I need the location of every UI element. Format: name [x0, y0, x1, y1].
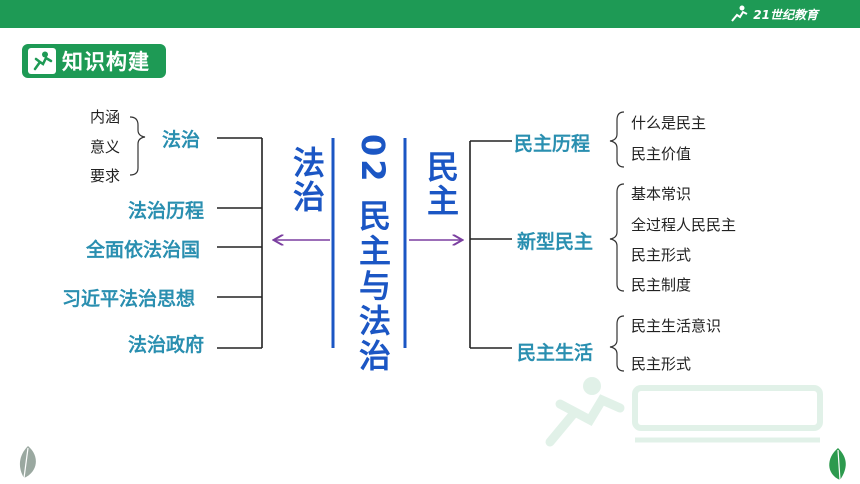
- left-item-fazhi: 法治: [162, 129, 201, 151]
- right-sub-quanguocheng: 全过程人民民主: [631, 216, 737, 234]
- fazhi-sub-yaoqiu: 要求: [90, 167, 121, 185]
- right-group-minzhu-licheng: 民主历程: [514, 133, 591, 155]
- right-sub-minzhu-xingshi-2: 民主形式: [631, 355, 692, 373]
- right-sub-shenme-shi-minzhu: 什么是民主: [631, 114, 707, 132]
- center-left-label: 法治: [288, 146, 326, 214]
- leaf-icon-left: [19, 446, 36, 479]
- right-group-minzhu-shenghuo: 民主生活: [517, 342, 594, 364]
- watermark-logo-icon: [545, 377, 823, 447]
- left-item-fazhi-licheng: 法治历程: [128, 200, 205, 222]
- badge-label: 知识构建: [62, 50, 150, 74]
- fazhi-sub-yiyi: 意义: [90, 138, 121, 156]
- right-sub-shenghuo-yishi: 民主生活意识: [631, 317, 722, 335]
- leaf-icon-right: [829, 448, 846, 481]
- fazhi-sub-neihan: 内涵: [90, 108, 121, 126]
- top-bar: 21世纪教育: [0, 0, 860, 28]
- logo-text: 21世纪教育: [753, 7, 818, 22]
- brand-logo: 21世纪教育: [729, 4, 818, 24]
- runner-icon: [28, 48, 56, 74]
- runner-logo-icon: [731, 5, 748, 22]
- left-item-xi-fazhi-sixiang: 习近平法治思想: [62, 288, 196, 310]
- right-sub-minzhu-jiazhi: 民主价值: [631, 145, 692, 163]
- right-sub-minzhu-zhidu: 民主制度: [631, 276, 692, 294]
- center-right-label: 民主: [422, 150, 460, 218]
- center-title: 02 民主与法治: [354, 134, 392, 374]
- right-sub-minzhu-xingshi: 民主形式: [631, 246, 692, 264]
- right-sub-jiben-changshi: 基本常识: [631, 185, 692, 203]
- left-item-quanmian-yifa: 全面依法治国: [86, 239, 201, 261]
- section-badge: 知识构建: [22, 44, 166, 78]
- left-item-fazhi-zhengfu: 法治政府: [128, 334, 205, 356]
- right-group-xinxing-minzhu: 新型民主: [517, 231, 594, 253]
